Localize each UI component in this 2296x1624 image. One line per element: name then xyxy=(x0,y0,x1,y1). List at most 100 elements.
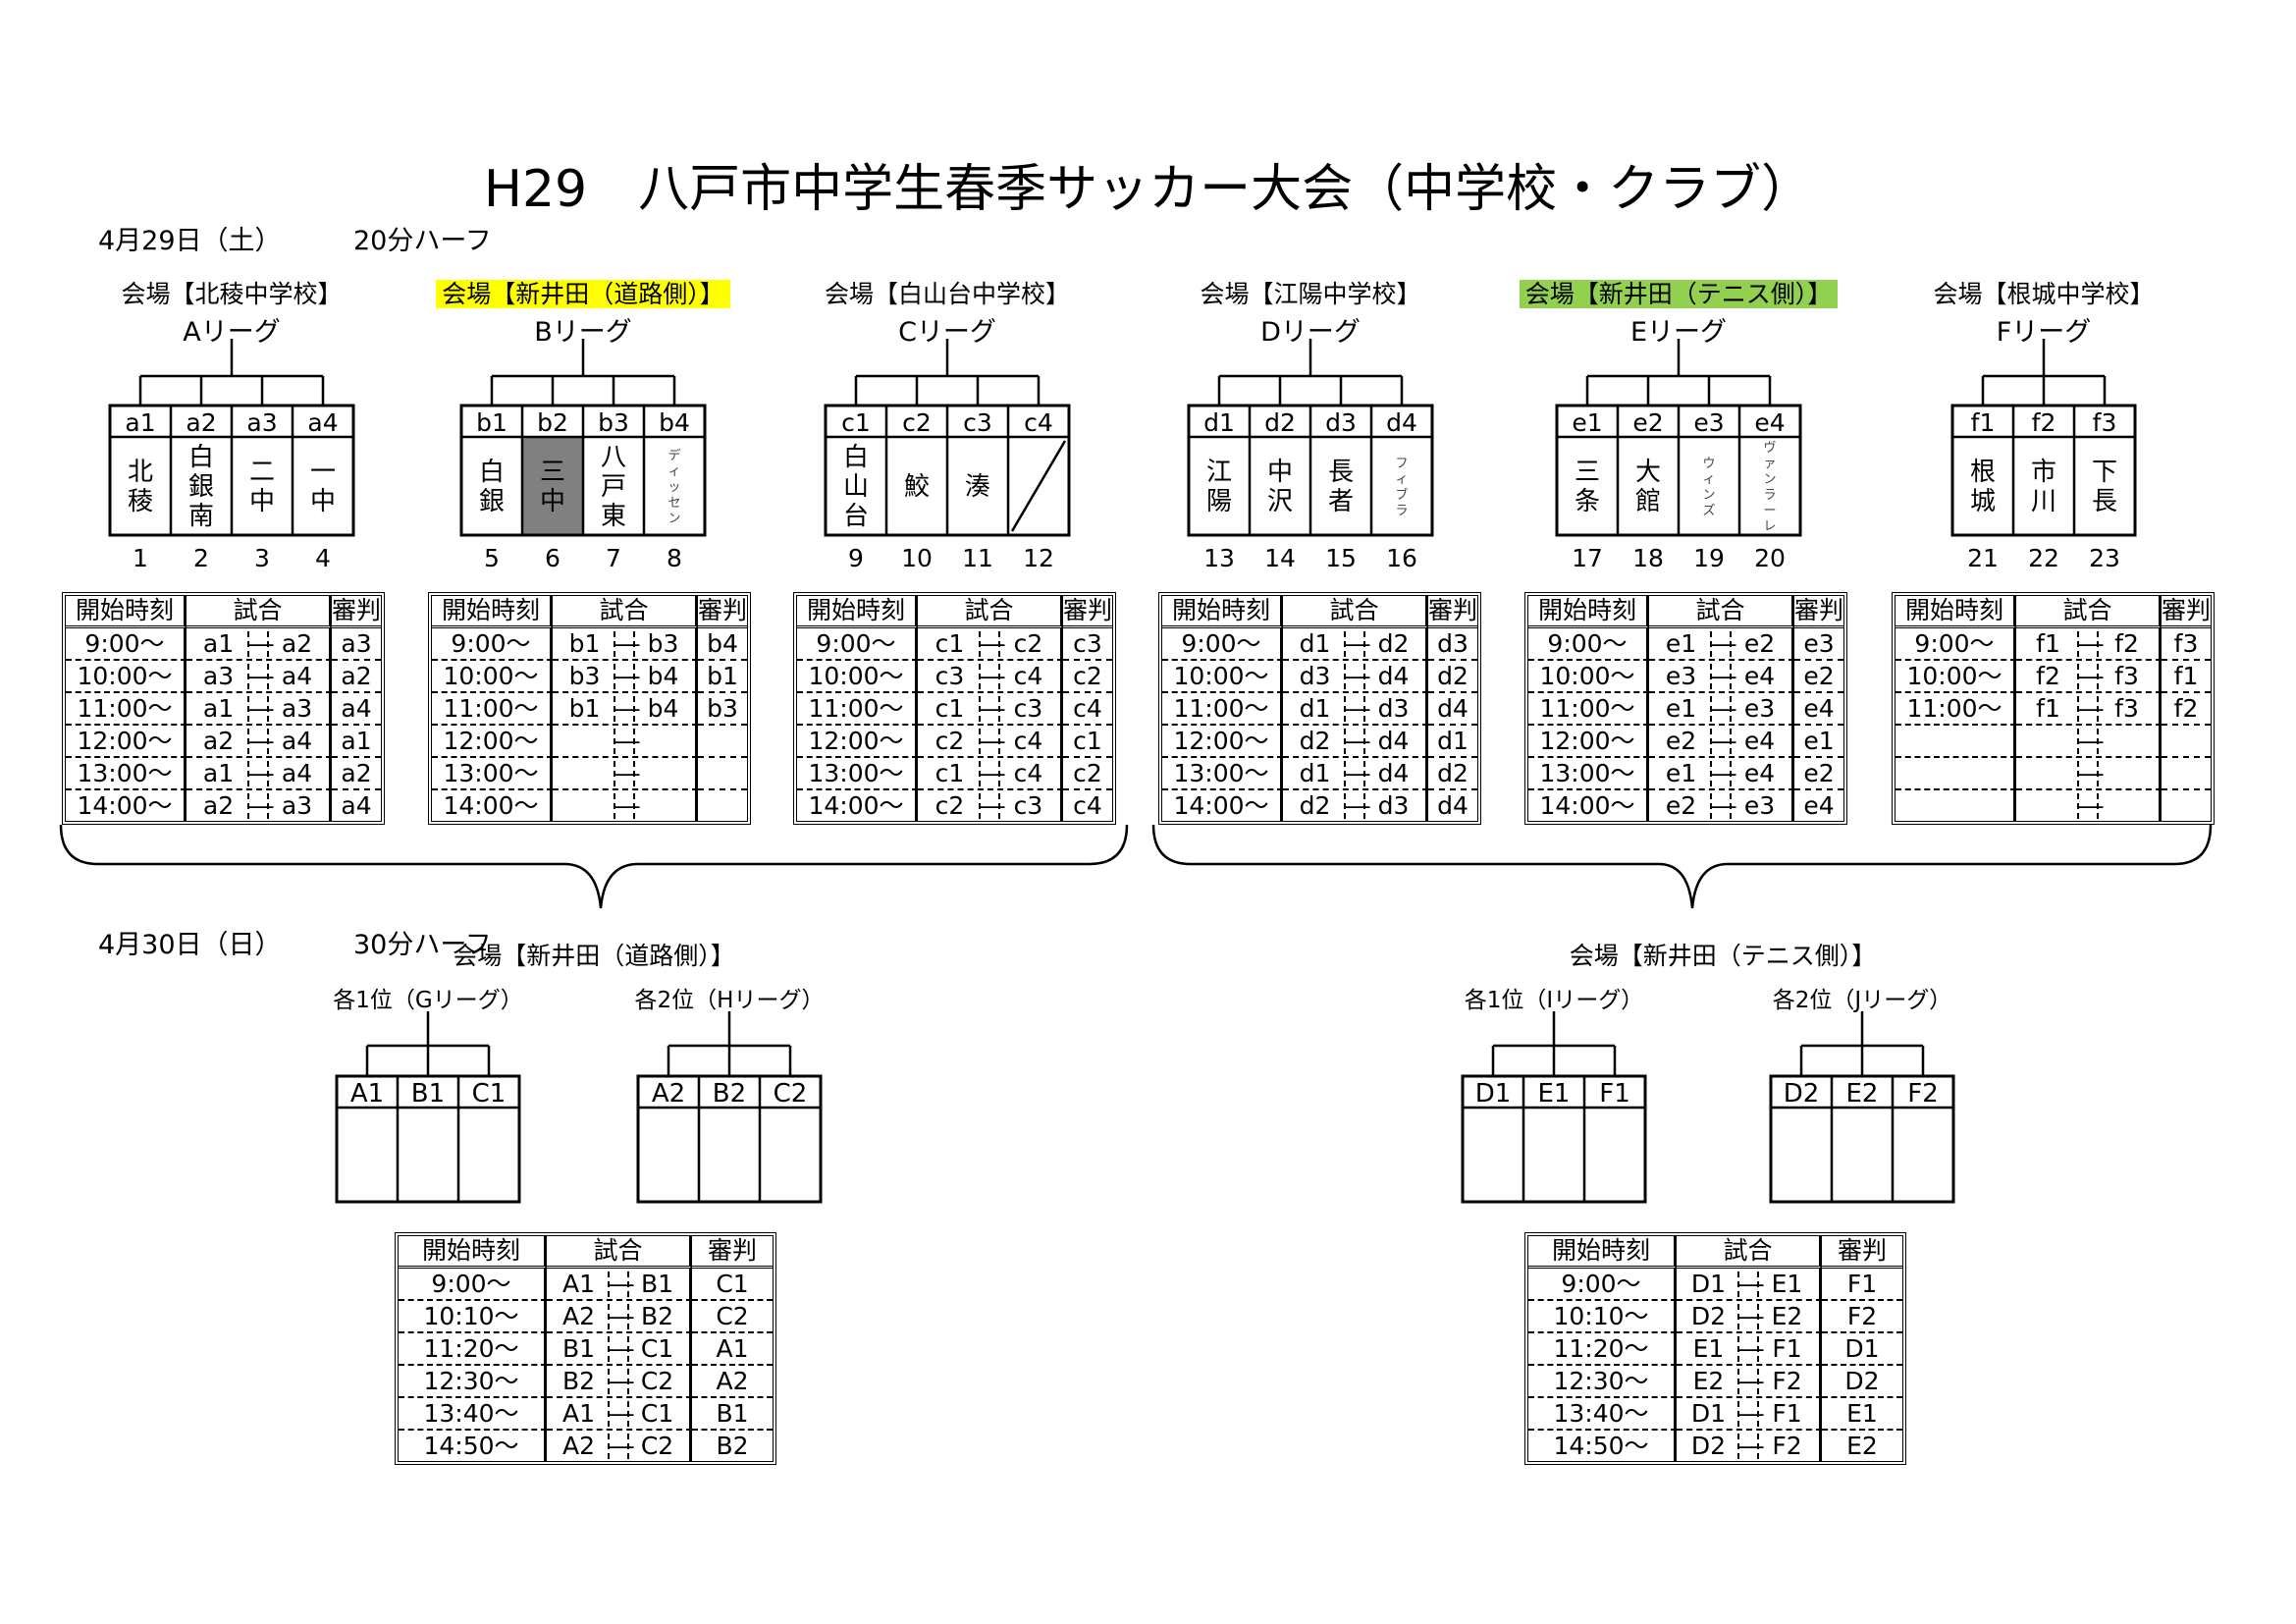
match-teams: B1―C1 xyxy=(547,1334,689,1364)
match-time: 11:00～ xyxy=(1162,693,1283,726)
referee-team: c2 xyxy=(1063,758,1112,790)
referee-team: f2 xyxy=(2162,693,2211,726)
schedule-row: 13:00～― xyxy=(432,758,747,790)
seed-code: F1 xyxy=(1599,1079,1630,1109)
match-dash: ― xyxy=(2076,661,2104,690)
venue-label: 会場【根城中学校】 xyxy=(1933,280,2155,308)
match-teams: c3―c4 xyxy=(918,662,1060,691)
match-pairing: E1―F1 xyxy=(1677,1333,1822,1366)
team-name-char: 中 xyxy=(540,487,565,516)
match-dash: ― xyxy=(246,693,274,723)
referee-team: A2 xyxy=(692,1366,773,1398)
match-teams: a1―a3 xyxy=(187,694,329,724)
header-ref: 審判 xyxy=(1428,596,1477,628)
team-name-char: 二 xyxy=(249,458,275,487)
match-teams: a1―a2 xyxy=(187,629,329,659)
home-team: e1 xyxy=(1665,628,1697,658)
match-dash: ― xyxy=(1709,758,1736,787)
team-code: f1 xyxy=(1971,408,1996,437)
home-team: f1 xyxy=(2036,693,2060,723)
home-team: d3 xyxy=(1299,661,1331,690)
team-name-char: 市 xyxy=(2031,458,2056,487)
match-pairing: B2―C2 xyxy=(547,1366,692,1398)
header-ref: 審判 xyxy=(2162,596,2211,628)
team-code: d2 xyxy=(1264,408,1296,437)
away-team: e4 xyxy=(1743,758,1776,787)
team-name-char: 白 xyxy=(188,443,214,472)
match-pairing: b1―b4 xyxy=(553,693,698,726)
team-name-char: 山 xyxy=(843,472,869,502)
match-time: 11:20～ xyxy=(1528,1333,1677,1366)
match-teams: D1―F1 xyxy=(1677,1399,1819,1429)
match-time: 10:00～ xyxy=(797,661,918,693)
away-team: a3 xyxy=(281,693,313,723)
home-team: a2 xyxy=(202,726,235,755)
schedule-row: ― xyxy=(1896,726,2211,758)
match-teams: D2―E2 xyxy=(1677,1302,1819,1331)
away-team: B2 xyxy=(640,1301,674,1330)
team-code: d1 xyxy=(1203,408,1235,437)
team-name-char: 中 xyxy=(310,487,336,516)
match-time: 13:00～ xyxy=(797,758,918,790)
match-time: 14:50～ xyxy=(1528,1431,1677,1461)
match-pairing: D1―F1 xyxy=(1677,1398,1822,1431)
match-teams: d2―d4 xyxy=(1283,727,1425,756)
match-time: 10:00～ xyxy=(1162,661,1283,693)
referee-team: f1 xyxy=(2162,661,2211,693)
match-teams: e1―e4 xyxy=(1649,759,1791,788)
match-dash: ― xyxy=(1736,1333,1764,1363)
team-name-char: ッ xyxy=(667,480,680,495)
match-dash: ― xyxy=(1736,1269,1764,1298)
match-dash: ― xyxy=(2076,693,2104,723)
team-name-char: 館 xyxy=(1635,487,1661,516)
match-teams: e1―e2 xyxy=(1649,629,1791,659)
home-team: E1 xyxy=(1692,1333,1725,1363)
team-name-char: ィ xyxy=(1395,472,1408,487)
team-name-char: ン xyxy=(1763,472,1776,487)
home-team: E2 xyxy=(1692,1366,1725,1395)
match-time xyxy=(1896,726,2016,758)
team-name-char: 沢 xyxy=(1267,487,1293,516)
match-dash: ― xyxy=(978,726,1005,755)
match-time: 13:00～ xyxy=(432,758,553,790)
team-name-char: 戸 xyxy=(601,472,626,502)
match-time: 12:00～ xyxy=(66,726,187,758)
match-time: 9:00～ xyxy=(1896,628,2016,661)
match-dash: ― xyxy=(2076,628,2104,658)
match-dash: ― xyxy=(978,758,1005,787)
seed-code: E2 xyxy=(1846,1079,1879,1109)
match-pairing: f2―f3 xyxy=(2016,661,2162,693)
team-code: e4 xyxy=(1754,408,1785,437)
home-team: c3 xyxy=(934,661,965,690)
header-ref: 審判 xyxy=(332,596,381,628)
match-pairing: D2―E2 xyxy=(1677,1301,1822,1333)
match-dash: ― xyxy=(978,790,1005,820)
match-teams: E2―F2 xyxy=(1677,1367,1819,1396)
referee-team: d4 xyxy=(1437,790,1468,820)
match-teams: a2―a3 xyxy=(187,791,329,821)
match-dash: ― xyxy=(2076,790,2104,820)
team-name-char: 白 xyxy=(843,443,869,472)
team-code: f2 xyxy=(2032,408,2056,437)
header-match: 試合 xyxy=(1649,596,1794,628)
brace-right xyxy=(1151,824,2213,909)
match-teams: c1―c4 xyxy=(918,759,1060,788)
home-team: a1 xyxy=(202,628,235,658)
away-team: e3 xyxy=(1743,693,1776,723)
header-match: 試合 xyxy=(547,1236,692,1269)
match-dash: ― xyxy=(1736,1366,1764,1395)
referee-team: a4 xyxy=(332,693,381,726)
match-pairing: f1―f2 xyxy=(2016,628,2162,661)
match-pairing: a3―a4 xyxy=(187,661,332,693)
team-box xyxy=(1950,404,2137,537)
team-name-char: 鮫 xyxy=(904,472,930,502)
